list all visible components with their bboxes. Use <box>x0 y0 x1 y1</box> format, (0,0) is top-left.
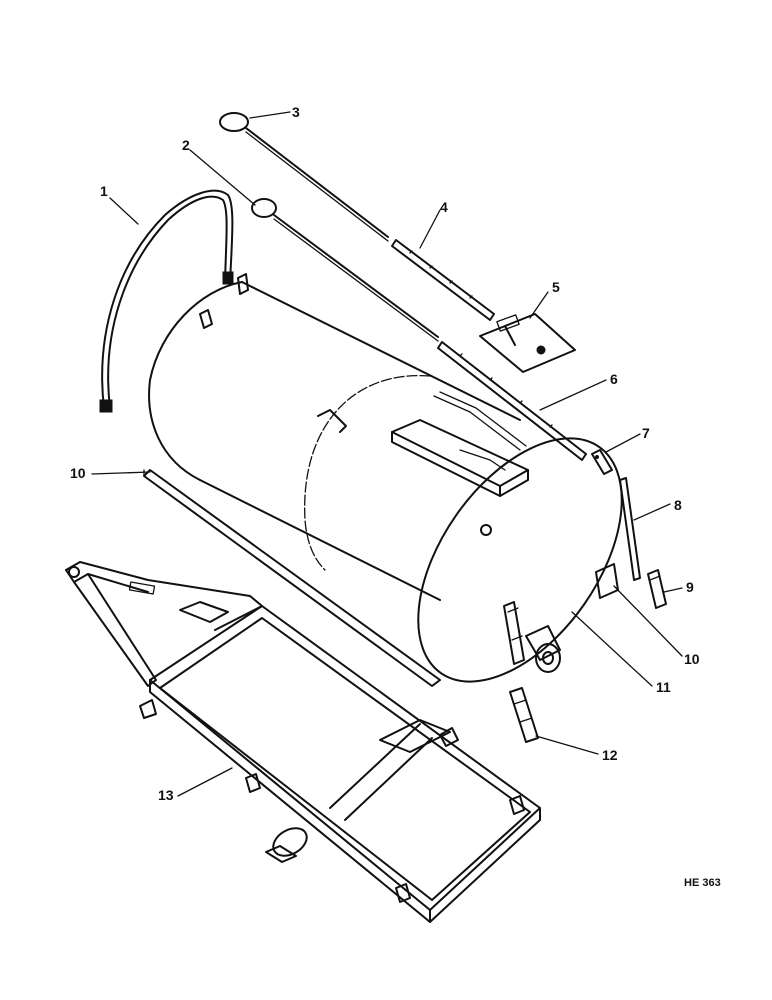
callout-10-right: 10 <box>684 651 700 667</box>
part-2-rod <box>251 198 439 342</box>
reference-code: HE 363 <box>684 877 721 889</box>
callout-7: 7 <box>642 425 650 441</box>
part-4-tube <box>391 239 495 321</box>
callout-5: 5 <box>552 279 560 295</box>
part-3-rod <box>219 112 389 242</box>
part-1-hose <box>99 189 234 413</box>
part-7-clip <box>591 449 613 475</box>
callout-4: 4 <box>440 199 448 215</box>
callout-13: 13 <box>158 787 174 803</box>
part-8-rod <box>619 477 641 581</box>
callout-8: 8 <box>674 497 682 513</box>
callout-2: 2 <box>182 137 190 153</box>
part-11-tank <box>148 273 623 683</box>
callout-6: 6 <box>610 371 618 387</box>
part-13-frame <box>65 561 541 923</box>
part-6-tube <box>437 341 587 461</box>
callout-12: 12 <box>602 747 618 763</box>
callout-11: 11 <box>656 679 671 695</box>
callout-10-left: 10 <box>70 465 86 481</box>
part-12-bracket <box>509 687 539 743</box>
part-9-bracket <box>647 569 667 609</box>
callout-1: 1 <box>100 183 108 199</box>
leader-lines <box>91 111 683 797</box>
callout-labels: 1 2 3 4 5 6 7 8 9 10 10 11 12 13 <box>70 104 700 803</box>
callout-3: 3 <box>292 104 300 120</box>
part-10-rail <box>143 469 441 687</box>
callout-9: 9 <box>686 579 694 595</box>
part-5-plate <box>479 313 576 373</box>
